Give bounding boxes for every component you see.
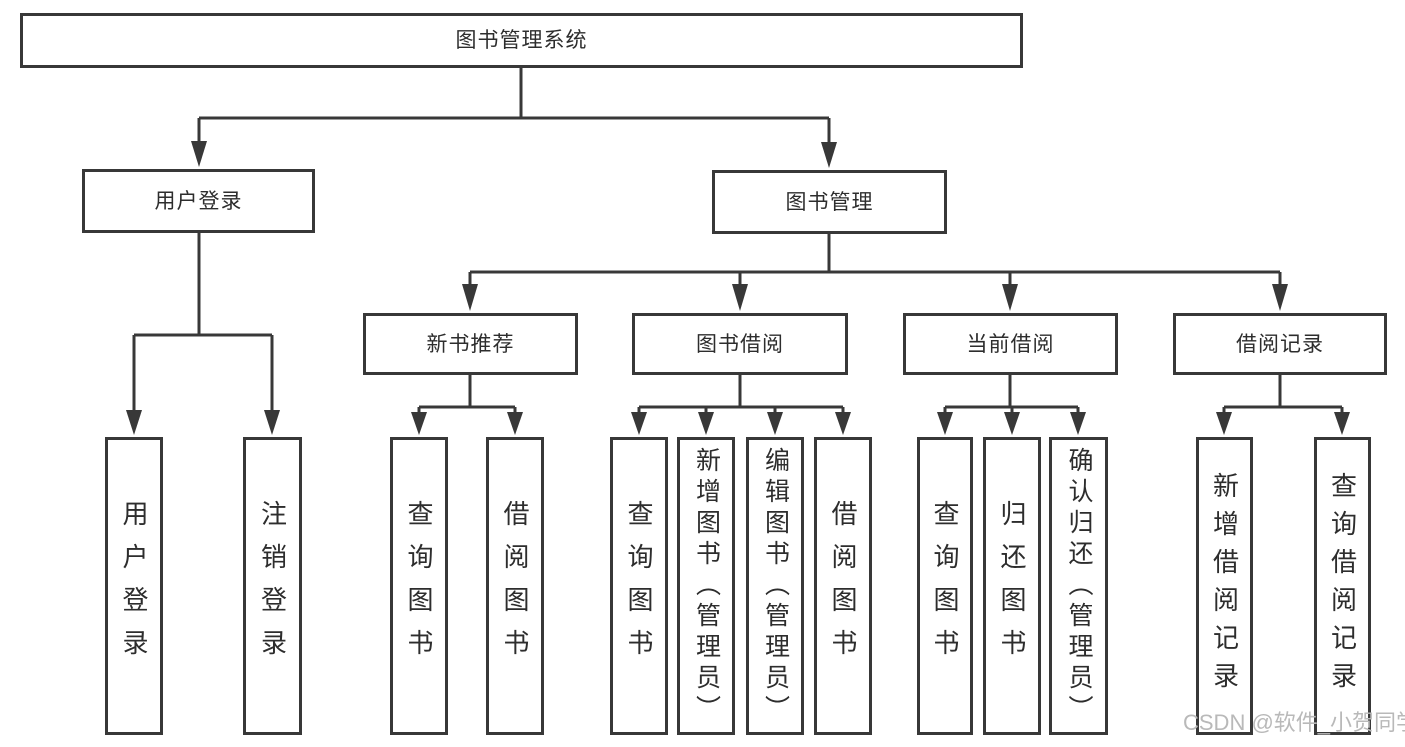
leaf-add-books-admin-label: 新增图书（管理员） [692,446,721,726]
arrow-down-icon [1070,412,1086,435]
connector-book-borrow-split [631,375,851,435]
leaf-user-login-label: 用户登录 [119,500,149,672]
connector-borrow-records-split [1216,375,1350,435]
node-root-label: 图书管理系统 [455,29,588,52]
leaf-logout: 注销登录 [243,437,302,735]
csdn-watermark: CSDN @软件_小贺同学 [1183,710,1405,735]
node-book-borrow: 图书借阅 [632,313,848,375]
node-root: 图书管理系统 [20,13,1023,68]
leaf-add-books-admin: 新增图书（管理员） [677,437,735,735]
connector-new-book-split [411,375,523,435]
arrow-down-icon [264,410,280,435]
leaf-logout-label: 注销登录 [257,500,288,672]
arrow-down-icon [698,412,714,435]
node-user-login-label: 用户登录 [154,189,243,213]
node-book-management: 图书管理 [712,170,947,234]
leaf-confirm-return-admin-label: 确认归还（管理员） [1065,446,1093,726]
leaf-recommend-query-books-label: 查询图书 [404,500,434,672]
node-new-book-recommend: 新书推荐 [363,313,578,375]
arrow-down-icon [937,412,953,435]
arrow-down-icon [1004,412,1020,435]
arrow-down-icon [191,141,207,167]
node-new-book-recommend-label: 新书推荐 [426,332,515,356]
leaf-current-query-books-label: 查询图书 [930,500,960,672]
leaf-borrow-query-books-label: 查询图书 [624,500,654,672]
arrow-down-icon [411,412,427,435]
node-book-borrow-label: 图书借阅 [696,332,784,356]
leaf-add-borrow-record: 新增借阅记录 [1196,437,1253,735]
arrow-down-icon [462,284,478,311]
leaf-borrow-books: 借阅图书 [814,437,872,735]
arrow-down-icon [835,412,851,435]
arrow-down-icon [767,412,783,435]
leaf-borrow-query-books: 查询图书 [610,437,668,735]
leaf-confirm-return-admin: 确认归还（管理员） [1049,437,1108,735]
leaf-query-borrow-record: 查询借阅记录 [1314,437,1371,735]
arrow-down-icon [126,410,142,435]
connector-user-login-split [126,233,280,435]
connector-current-borrow-split [937,375,1086,435]
node-current-borrow: 当前借阅 [903,313,1118,375]
leaf-return-books-label: 归还图书 [997,500,1027,672]
node-user-login: 用户登录 [82,169,315,233]
leaf-borrow-books-label: 借阅图书 [828,500,858,672]
leaf-recommend-borrow-books: 借阅图书 [486,437,544,735]
leaf-recommend-borrow-books-label: 借阅图书 [500,500,530,672]
node-borrow-records-label: 借阅记录 [1236,332,1324,356]
connector-root-split [191,68,837,168]
arrow-down-icon [1334,412,1350,435]
node-book-management-label: 图书管理 [785,190,874,214]
leaf-add-borrow-record-label: 新增借阅记录 [1209,472,1240,700]
leaf-return-books: 归还图书 [983,437,1041,735]
connector-book-management-split [462,234,1288,311]
leaf-edit-books-admin-label: 编辑图书（管理员） [761,446,790,726]
arrow-down-icon [1272,284,1288,311]
arrow-down-icon [631,412,647,435]
arrow-down-icon [1002,284,1018,311]
leaf-current-query-books: 查询图书 [917,437,973,735]
leaf-user-login: 用户登录 [105,437,163,735]
arrow-down-icon [507,412,523,435]
leaf-edit-books-admin: 编辑图书（管理员） [746,437,804,735]
arrow-down-icon [732,284,748,311]
leaf-query-borrow-record-label: 查询借阅记录 [1327,472,1358,700]
arrow-down-icon [821,142,837,168]
arrow-down-icon [1216,412,1232,435]
node-borrow-records: 借阅记录 [1173,313,1387,375]
leaf-recommend-query-books: 查询图书 [390,437,448,735]
node-current-borrow-label: 当前借阅 [966,332,1055,356]
